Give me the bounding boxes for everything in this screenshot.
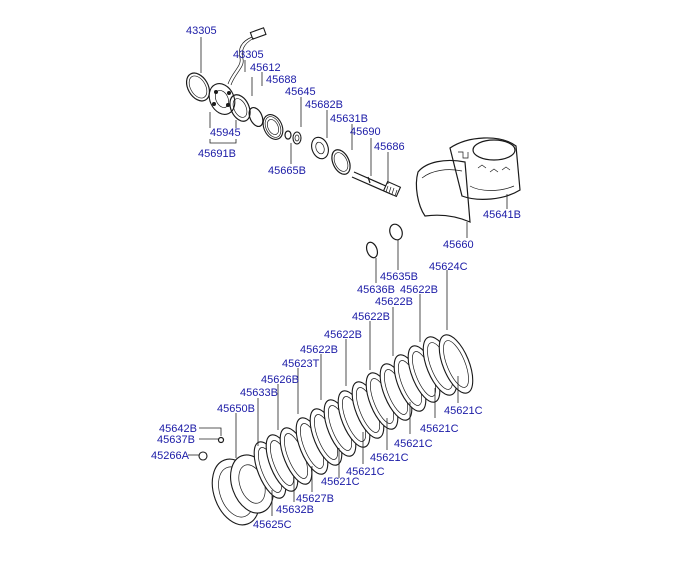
- label-45627B: 45627B: [296, 493, 334, 505]
- label-45621C-4: 45621C: [370, 452, 409, 464]
- drum-45641B: [449, 137, 521, 200]
- label-45623T: 45623T: [282, 358, 320, 370]
- label-45691B: 45691B: [198, 148, 236, 160]
- ring-45688: [248, 106, 264, 128]
- leader-lines: [188, 60, 508, 516]
- ring-45631B: [331, 149, 351, 175]
- label-45621C-5: 45621C: [346, 466, 385, 478]
- label-45621C-1: 45621C: [444, 405, 483, 417]
- label-45665B: 45665B: [268, 165, 306, 177]
- label-45645: 45645: [285, 86, 316, 98]
- label-45612: 45612: [250, 62, 281, 74]
- plug-45266A: [198, 451, 208, 461]
- label-45945: 45945: [210, 127, 241, 139]
- label-45632B: 45632B: [276, 504, 314, 516]
- label-45688: 45688: [266, 74, 297, 86]
- label-45642B: 45642B: [159, 423, 197, 435]
- label-45622B-4: 45622B: [324, 329, 362, 341]
- label-45621C-2: 45621C: [420, 423, 459, 435]
- label-45622B-1: 45622B: [400, 284, 438, 296]
- label-45636B: 45636B: [357, 284, 395, 296]
- label-45621C-6: 45621C: [321, 476, 360, 488]
- connector-wire-43305: [227, 27, 267, 86]
- ring-45612: [229, 94, 251, 122]
- label-45660: 45660: [443, 239, 474, 251]
- oring-45635B: [389, 223, 403, 241]
- label-45622B-5: 45622B: [300, 344, 338, 356]
- label-45641B: 45641B: [483, 209, 521, 221]
- snap-ring-43305: [185, 72, 211, 102]
- label-45621C-3: 45621C: [394, 438, 433, 450]
- label-45637B: 45637B: [157, 434, 195, 446]
- label-43305-connector: 43305: [233, 49, 264, 61]
- hub-45682B: [311, 136, 329, 160]
- washer-45665B: [284, 130, 302, 145]
- part-labels: 43305 43305 45612 45688 45645 45682B 456…: [151, 25, 521, 531]
- label-45690: 45690: [350, 126, 381, 138]
- shaft-45686: [351, 171, 402, 198]
- pump-body: [208, 83, 236, 115]
- ball-45637B: [217, 436, 225, 444]
- bearing-45645: [262, 114, 284, 140]
- oring-45636B: [365, 241, 379, 259]
- label-45624C: 45624C: [429, 261, 468, 273]
- label-45635B: 45635B: [380, 271, 418, 283]
- brake-band-45660: [415, 159, 471, 223]
- label-45622B-2: 45622B: [375, 296, 413, 308]
- label-45626B: 45626B: [261, 374, 299, 386]
- label-45266A: 45266A: [151, 450, 190, 462]
- label-45682B: 45682B: [305, 99, 343, 111]
- label-45622B-3: 45622B: [352, 311, 390, 323]
- label-45625C: 45625C: [253, 519, 292, 531]
- label-45686: 45686: [374, 141, 405, 153]
- label-45633B: 45633B: [240, 387, 278, 399]
- label-43305-snap-ring: 43305: [186, 25, 217, 37]
- label-45631B: 45631B: [330, 113, 368, 125]
- clutch-discs: [253, 334, 474, 499]
- label-45650B: 45650B: [217, 403, 255, 415]
